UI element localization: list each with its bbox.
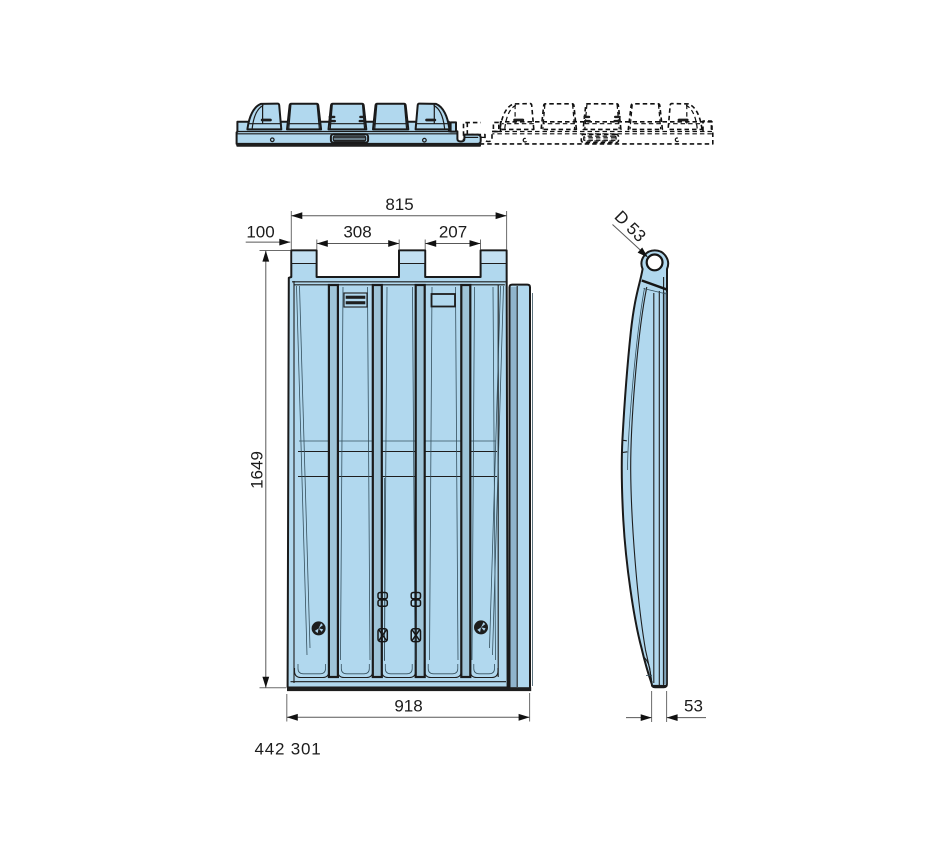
svg-text:207: 207: [439, 223, 467, 242]
svg-text:308: 308: [343, 223, 371, 242]
svg-text:100: 100: [246, 223, 274, 242]
svg-text:815: 815: [385, 195, 413, 214]
svg-text:1649: 1649: [247, 451, 266, 489]
svg-text:442 301: 442 301: [255, 739, 322, 758]
svg-text:918: 918: [394, 697, 422, 716]
svg-text:53: 53: [684, 697, 703, 716]
